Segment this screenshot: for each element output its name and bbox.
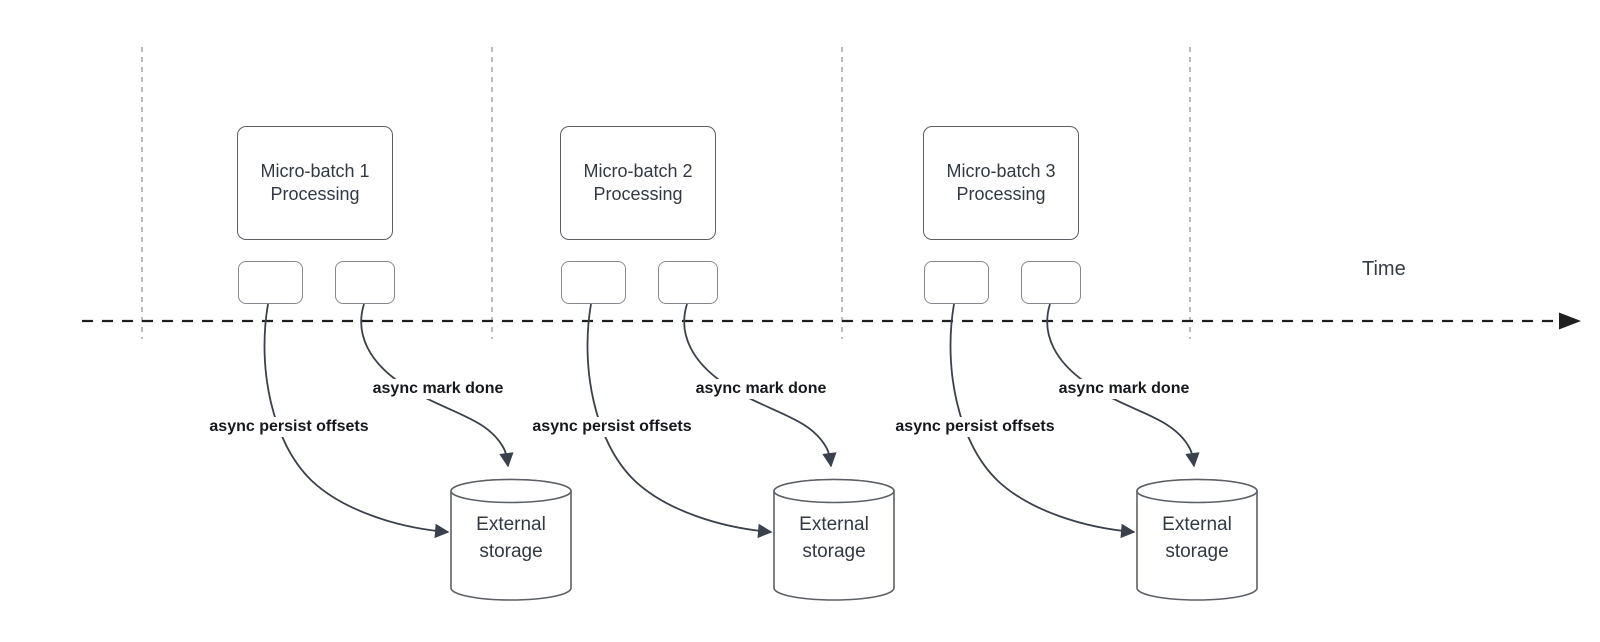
mark-done-arrow <box>1046 303 1200 468</box>
micro-batch-2-box: Micro-batch 2 Processing <box>560 126 716 240</box>
storage-cylinder-top <box>773 478 895 504</box>
offset-commit-box <box>924 261 989 304</box>
time-axis-label: Time <box>1362 258 1406 280</box>
mark-done-box <box>658 261 718 304</box>
external-storage-label: External storage <box>476 514 546 562</box>
mark-done-label: async mark done <box>1054 379 1194 399</box>
batch-2-graphics <box>586 303 895 601</box>
mark-done-box <box>335 261 395 304</box>
offset-commit-box <box>561 261 626 304</box>
storage-cylinder-top <box>450 478 572 504</box>
mark-done-arrow <box>360 303 514 468</box>
persist-offsets-arrow <box>263 303 450 539</box>
persist-offsets-label: async persist offsets <box>205 417 373 437</box>
persist-offsets-label: async persist offsets <box>528 417 696 437</box>
offset-commit-box <box>238 261 303 304</box>
micro-batch-3-box: Micro-batch 3 Processing <box>923 126 1079 240</box>
mark-done-label: async mark done <box>368 379 508 399</box>
mark-done-arrow <box>683 303 837 468</box>
persist-offsets-label: async persist offsets <box>891 417 1059 437</box>
micro-batch-1-box: Micro-batch 1 Processing <box>237 126 393 240</box>
time-axis-arrowhead-icon <box>1559 312 1581 330</box>
mark-done-box <box>1021 261 1081 304</box>
batch-3-graphics <box>949 303 1258 601</box>
external-storage-label: External storage <box>799 514 869 562</box>
mark-done-label: async mark done <box>691 379 831 399</box>
persist-offsets-arrow <box>949 303 1136 539</box>
storage-cylinder-top <box>1136 478 1258 504</box>
persist-offsets-arrow <box>586 303 773 539</box>
external-storage-label: External storage <box>1162 514 1232 562</box>
batch-1-graphics <box>263 303 572 601</box>
